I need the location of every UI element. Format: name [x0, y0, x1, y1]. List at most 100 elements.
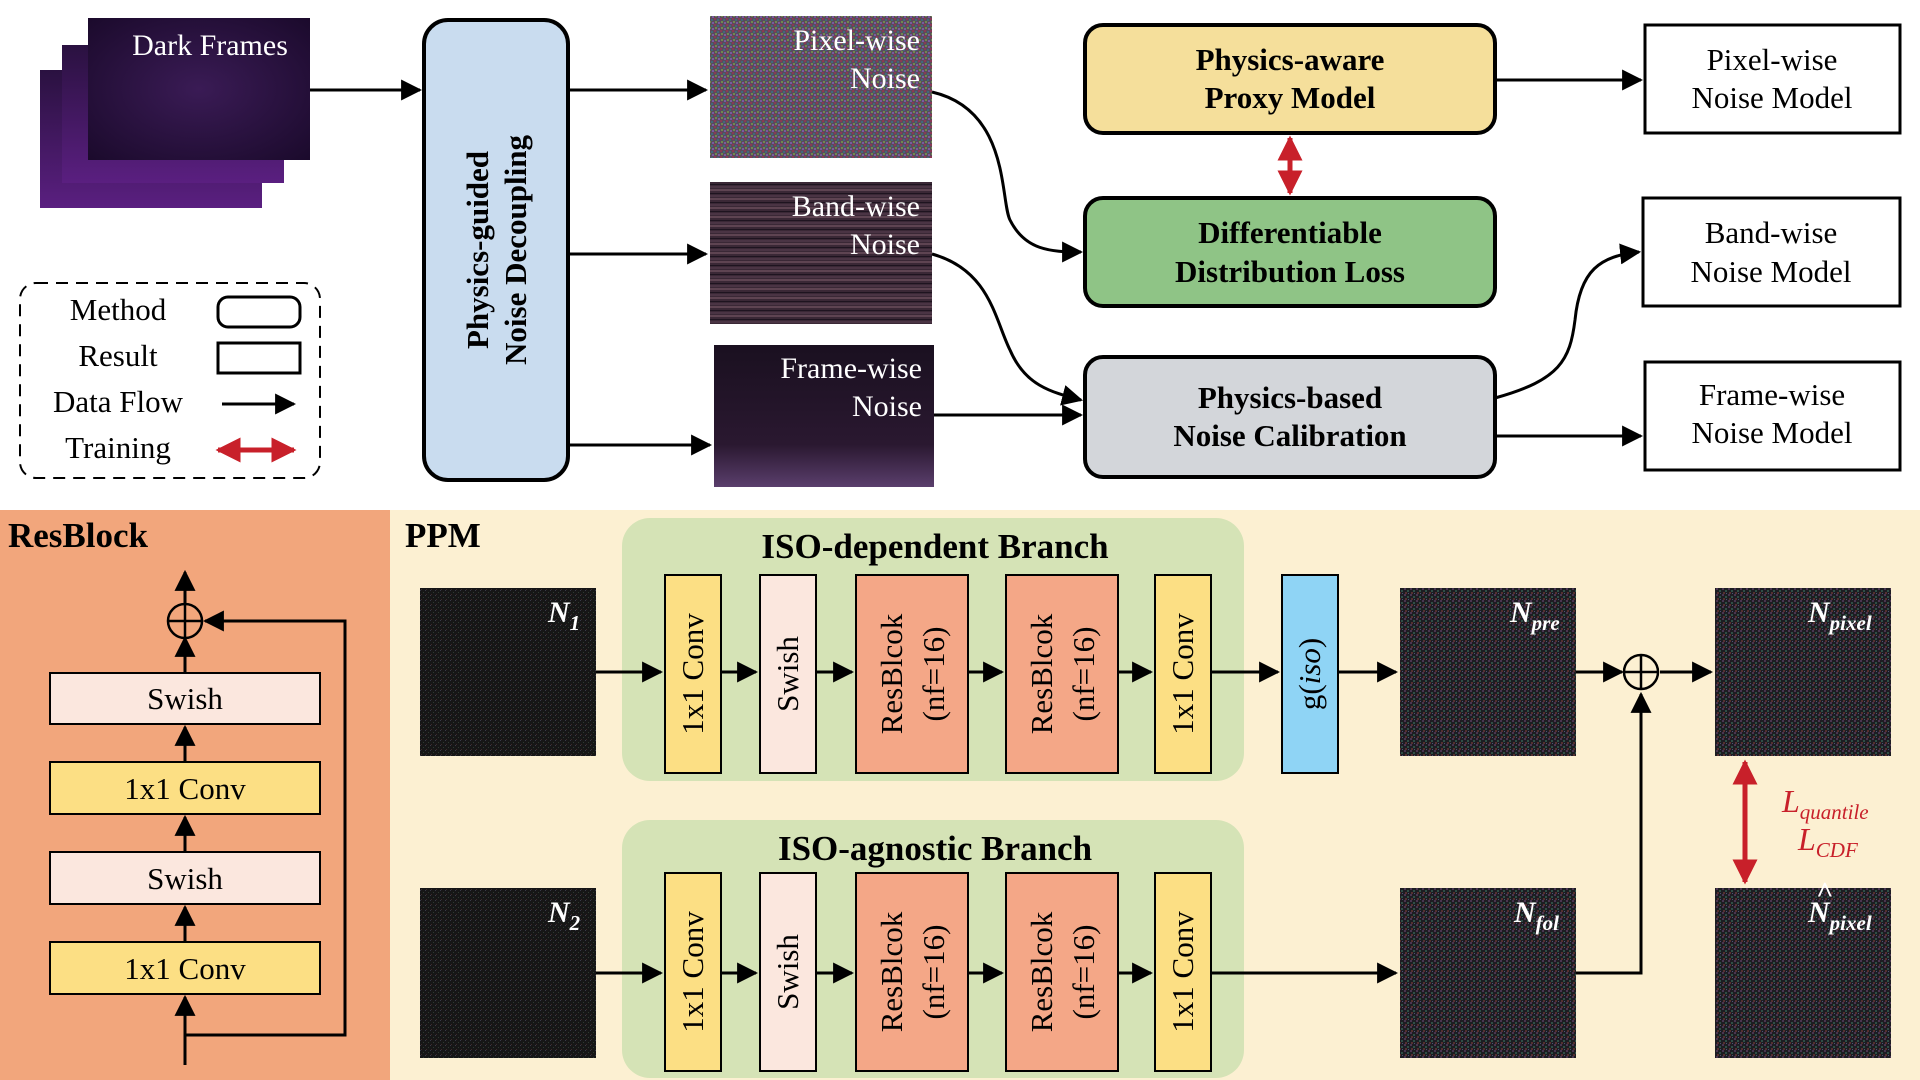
resblock-swish-bottom	[49, 851, 321, 905]
band-model-label-1: Band-wise	[1705, 215, 1838, 250]
svg-text:1x1 Conv: 1x1 Conv	[1165, 911, 1200, 1033]
band-noise-label-1: Band-wise	[792, 190, 920, 223]
svg-text:Nfol: Nfol	[1513, 896, 1559, 935]
resblock-add-node	[166, 602, 204, 640]
svg-text:ResBlcok: ResBlcok	[874, 911, 909, 1032]
decoupling-label-2: Noise Decoupling	[498, 135, 533, 365]
decoupling-label-1: Physics-guided	[460, 151, 495, 349]
proxy-model-label-1: Physics-aware	[1196, 42, 1385, 77]
calibration-label-1: Physics-based	[1198, 380, 1382, 415]
npixel-subscript: pixel	[1828, 611, 1872, 635]
svg-text:Npre: Npre	[1509, 596, 1560, 635]
ppm-panel: PPM ISO-dependent Branch ISO-agnostic Br…	[390, 510, 1920, 1080]
svg-text:(nf=16): (nf=16)	[916, 627, 951, 722]
loss-cdf-subscript: CDF	[1816, 838, 1858, 862]
iso-agnostic-branch-title: ISO-agnostic Branch	[778, 829, 1092, 868]
iso-agnostic-layers: 1x1 Conv Swish ResBlcok (nf=16) ResBlcok…	[664, 872, 1212, 1072]
svg-text:g(iso): g(iso)	[1292, 638, 1327, 710]
frame-model-label-2: Noise Model	[1691, 415, 1852, 450]
resblock-conv-top-label: 1x1 Conv	[124, 771, 246, 806]
arrow-band-to-calibration	[931, 252, 1084, 406]
nfol-subscript: fol	[1536, 911, 1559, 935]
nfol-tile: Nfol	[1400, 888, 1576, 1058]
ppm-add-node	[1622, 653, 1660, 691]
diff-loss-label-1: Differentiable	[1198, 215, 1382, 250]
resblock-conv-bottom-label: 1x1 Conv	[124, 951, 246, 986]
b2-resblock-2	[1005, 872, 1119, 1072]
n2-tile: N2	[420, 888, 596, 1058]
loss-quantile-subscript: quantile	[1800, 800, 1869, 824]
n2-subscript: 2	[569, 911, 581, 935]
b1-conv-2	[1154, 574, 1212, 774]
svg-text:Lquantile: Lquantile	[1781, 783, 1869, 824]
proxy-model-block: Physics-aware Proxy Model	[1083, 23, 1497, 135]
legend-method-label: Method	[70, 292, 167, 327]
noise-decoupling-block: Physics-guided Noise Decoupling	[422, 18, 570, 482]
npixel-hat-mark: ^	[1816, 876, 1833, 909]
svg-text:1x1 Conv: 1x1 Conv	[675, 911, 710, 1033]
svg-text:(nf=16): (nf=16)	[1066, 925, 1101, 1020]
n2-label: N	[547, 896, 571, 929]
npre-label: N	[1509, 596, 1533, 629]
svg-text:Noise Decoupling: Noise Decoupling	[498, 135, 533, 365]
svg-text:LCDF: LCDF	[1797, 821, 1858, 862]
n1-label: N	[547, 596, 571, 629]
dark-frames-stack: Dark Frames	[40, 18, 310, 208]
resblock-panel: ResBlock Swish 1x1 Conv Swish 1x1 Conv	[0, 510, 390, 1080]
band-wise-noise-image: Band-wise Noise	[710, 182, 932, 324]
legend: Method Result Data Flow Training	[19, 282, 321, 479]
proxy-model-label-2: Proxy Model	[1205, 80, 1376, 115]
pixel-noise-model-result: Pixel-wise Noise Model	[1643, 23, 1902, 135]
svg-text:Physics-guided: Physics-guided	[460, 151, 495, 349]
b1-resblock-1	[855, 574, 969, 774]
b2-swish	[759, 872, 817, 1072]
svg-text:ResBlcok: ResBlcok	[874, 613, 909, 734]
svg-text:1x1 Conv: 1x1 Conv	[1165, 613, 1200, 735]
frame-noise-model-result: Frame-wise Noise Model	[1643, 360, 1902, 472]
g-iso-fn: g(	[1292, 684, 1327, 710]
npixel-hat-subscript: pixel	[1828, 911, 1872, 935]
n1-tile: N1	[420, 588, 596, 756]
n1-subscript: 1	[570, 611, 581, 635]
legend-result-label: Result	[78, 338, 158, 373]
arrow-pixel-to-loss	[931, 90, 1084, 263]
legend-data-flow-label: Data Flow	[53, 384, 184, 419]
legend-training-label: Training	[65, 430, 171, 465]
svg-text:(nf=16): (nf=16)	[1066, 627, 1101, 722]
b2-conv-2	[1154, 872, 1212, 1072]
npre-tile: Npre	[1400, 588, 1576, 756]
pixel-noise-label-2: Noise	[850, 62, 920, 95]
frame-noise-label-2: Noise	[852, 390, 922, 423]
diff-loss-label-2: Distribution Loss	[1175, 254, 1405, 289]
arrow-calibration-to-band-model	[1494, 243, 1642, 400]
npixel-tile: Npixel	[1715, 588, 1891, 756]
pixel-noise-label-1: Pixel-wise	[793, 24, 920, 57]
dark-frames-label: Dark Frames	[132, 29, 288, 62]
svg-text:Npixel: Npixel	[1807, 596, 1872, 635]
b2-resblock-1	[855, 872, 969, 1072]
svg-text:1x1 Conv: 1x1 Conv	[675, 613, 710, 735]
resblock-flow	[174, 569, 347, 1065]
svg-text:ResBlcok: ResBlcok	[1024, 911, 1059, 1032]
b1-resblock-2	[1005, 574, 1119, 774]
npixel-hat-tile: ^ Npixel	[1715, 876, 1891, 1058]
top-data-flow-arrows	[310, 69, 1644, 456]
resblock-swish-top	[49, 672, 321, 725]
npixel-hat-label: N	[1807, 896, 1831, 929]
pixel-model-label-1: Pixel-wise	[1707, 42, 1838, 77]
g-iso-close: )	[1292, 638, 1327, 648]
svg-text:ResBlcok: ResBlcok	[1024, 613, 1059, 734]
svg-text:N2: N2	[547, 896, 581, 935]
svg-text:(nf=16): (nf=16)	[916, 925, 951, 1020]
legend-method-swatch	[216, 295, 302, 329]
pixel-wise-noise-image: Pixel-wise Noise	[710, 16, 932, 158]
resblock-conv-top	[49, 761, 321, 815]
loss-cdf-label: L	[1797, 821, 1816, 857]
resblock-conv-bottom	[49, 941, 321, 995]
band-noise-label-2: Noise	[850, 228, 920, 261]
frame-model-label-1: Frame-wise	[1699, 377, 1845, 412]
ppm-title: PPM	[405, 516, 481, 555]
frame-noise-label-1: Frame-wise	[780, 352, 922, 385]
b1-swish	[759, 574, 817, 774]
